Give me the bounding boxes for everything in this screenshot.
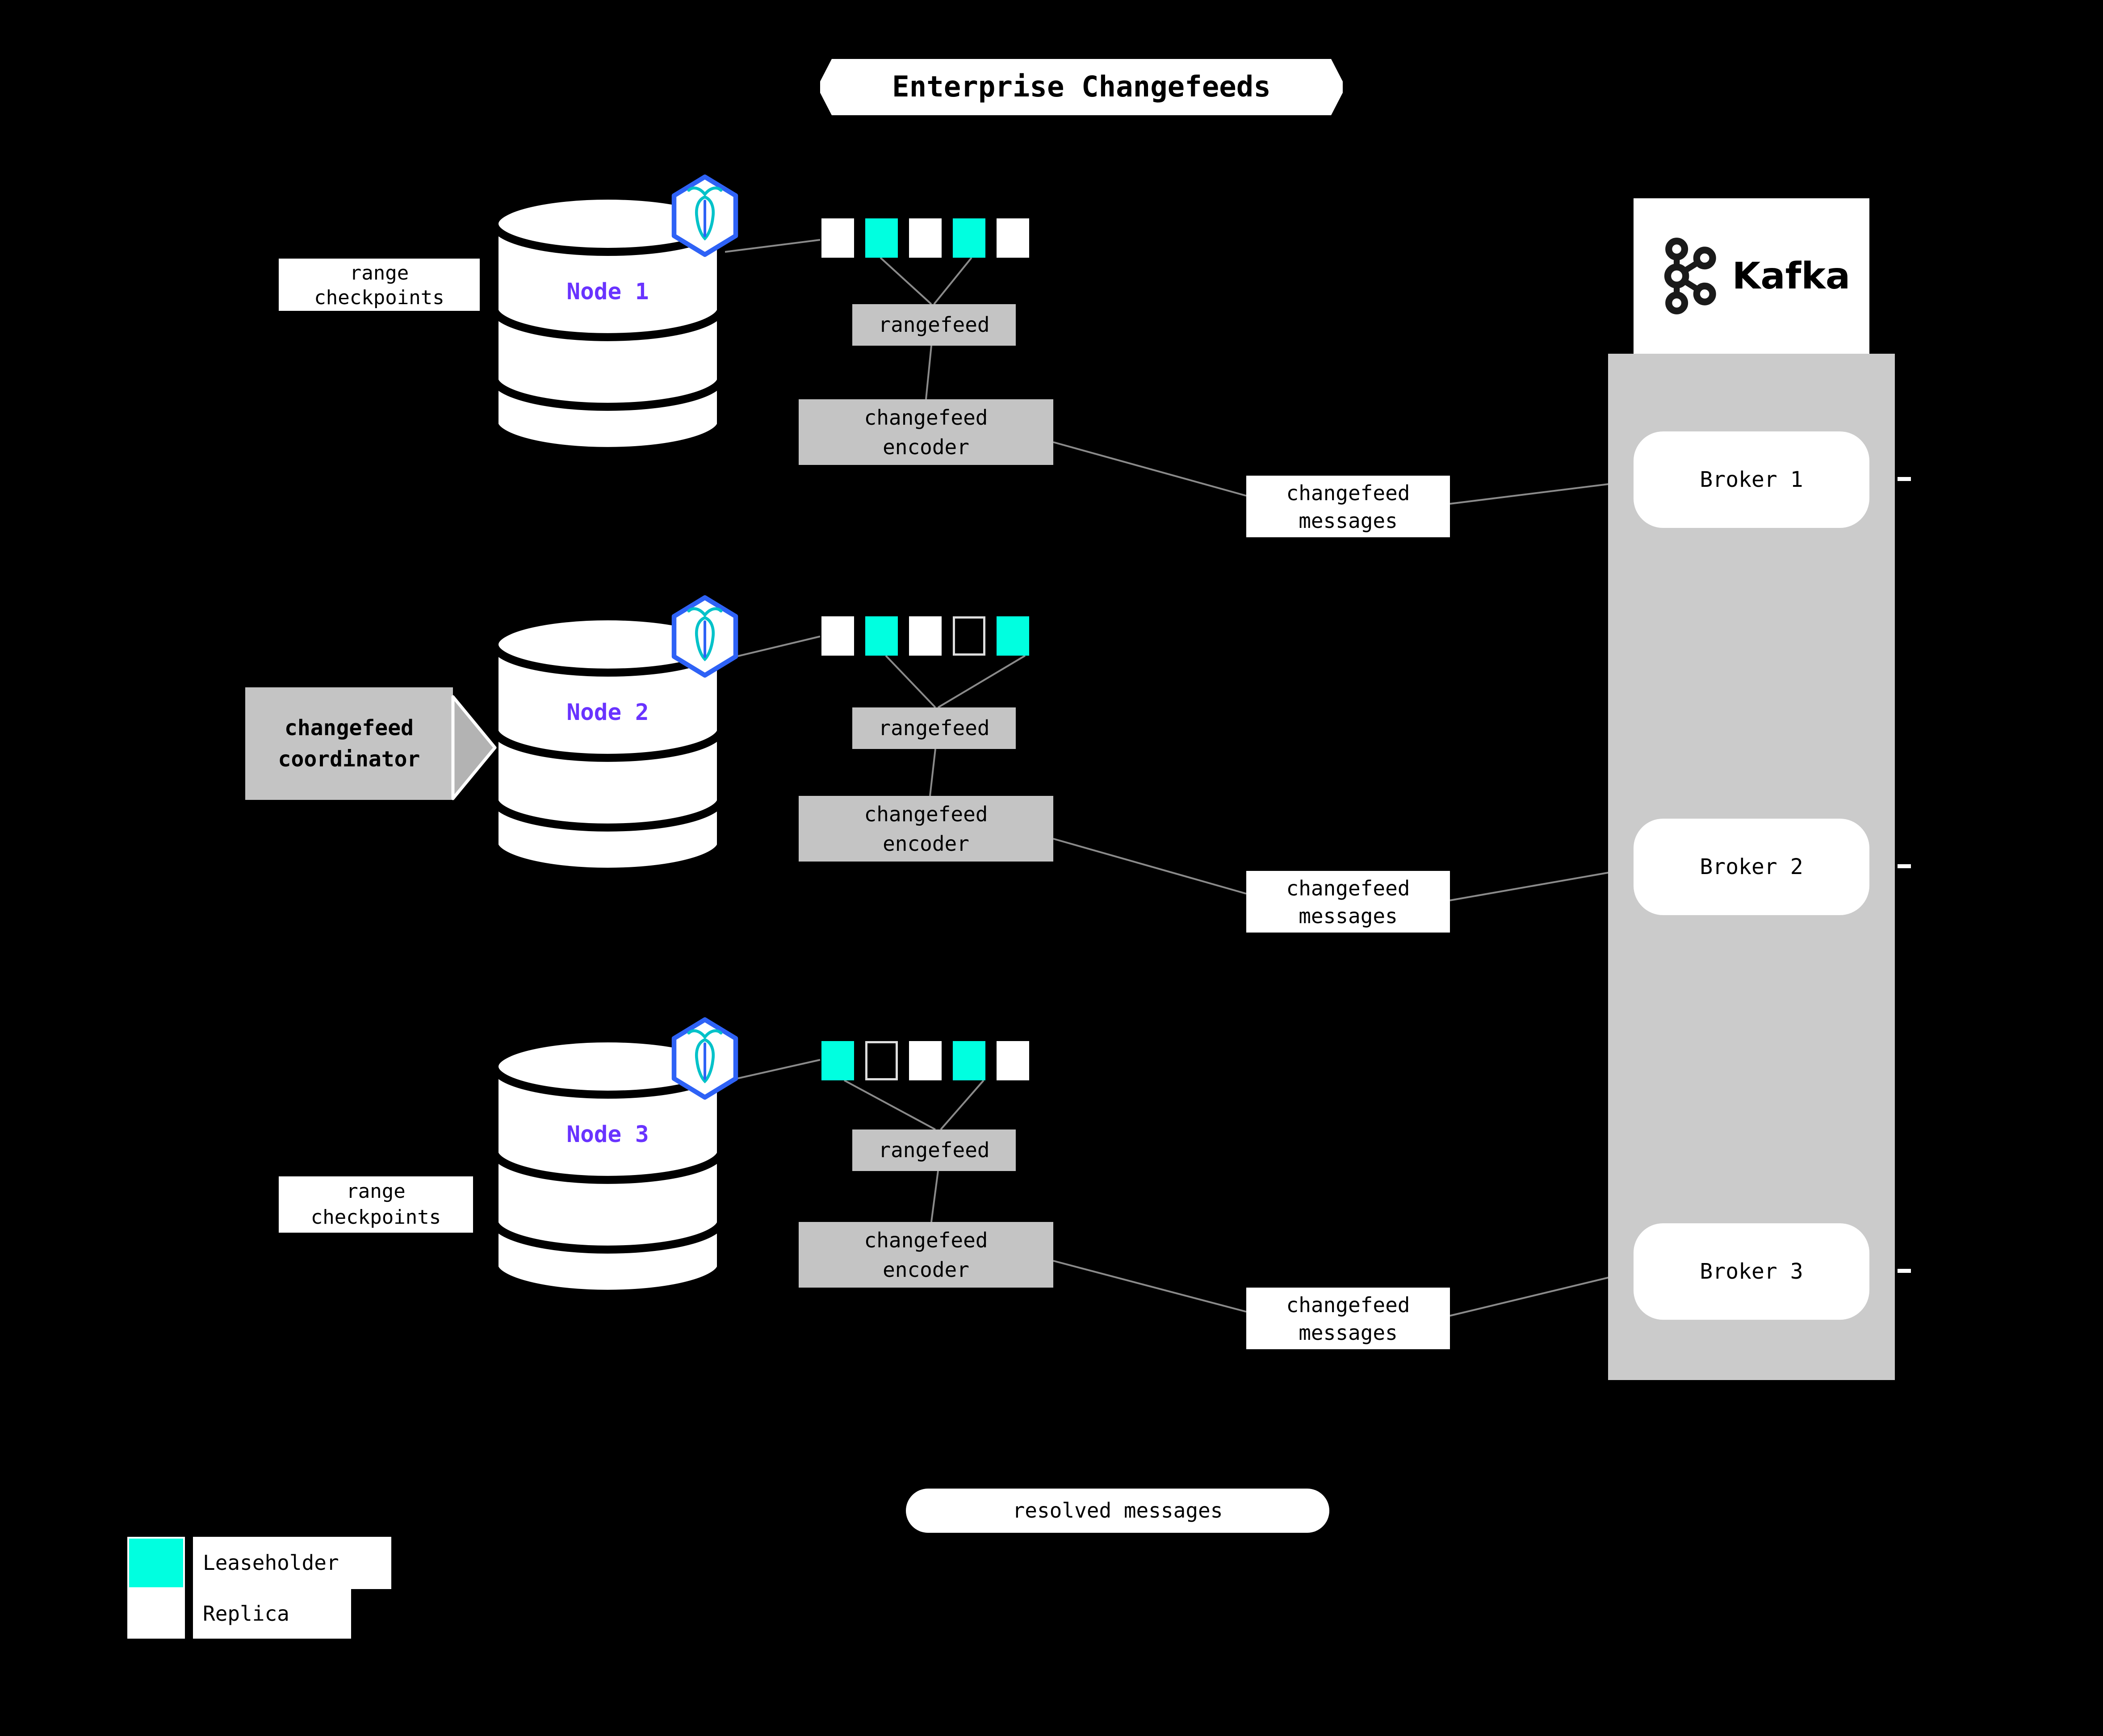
database-cylinder-icon — [490, 612, 725, 876]
node-1-replica-row — [821, 218, 1029, 258]
broker-1: Broker 1 — [1634, 431, 1869, 528]
coordinator-arrow-icon — [451, 695, 497, 800]
kafka-logo-icon — [1664, 238, 1716, 314]
database-cylinder-icon — [490, 192, 725, 455]
changefeed-messages-label-node3: changefeed messages — [1246, 1288, 1450, 1349]
node-3-label: Node 3 — [566, 1121, 649, 1148]
cockroachdb-logo-icon — [671, 1017, 738, 1100]
replica-square — [997, 1041, 1029, 1080]
replica-square — [909, 616, 942, 656]
broker-2: Broker 2 — [1634, 819, 1869, 915]
changefeed-coordinator-label: changefeed coordinator — [245, 687, 453, 800]
rangefeed-box-node1: rangefeed — [852, 304, 1016, 346]
broker-3: Broker 3 — [1634, 1223, 1869, 1320]
replica-square — [953, 1041, 985, 1080]
changefeed-messages-label-node1: changefeed messages — [1246, 476, 1450, 537]
node-1-label: Node 1 — [566, 279, 649, 305]
replica-square — [953, 616, 985, 656]
kafka-brand-label: Kafka — [1732, 255, 1851, 297]
cockroachdb-logo-icon — [671, 595, 738, 678]
replica-square — [865, 1041, 898, 1080]
replica-square — [865, 616, 898, 656]
legend-leaseholder-label: Leaseholder — [193, 1537, 391, 1589]
node-1-database: Node 1 — [490, 174, 738, 457]
changefeed-messages-label-node2: changefeed messages — [1246, 871, 1450, 933]
changefeed-encoder-box-node1: changefeed encoder — [799, 399, 1053, 465]
changefeed-encoder-box-node3: changefeed encoder — [799, 1222, 1053, 1288]
node-2-database: Node 2 — [490, 595, 738, 878]
replica-square — [997, 218, 1029, 258]
replica-square — [821, 218, 854, 258]
broker-2-output-tick — [1898, 864, 1911, 868]
replica-square — [909, 1041, 942, 1080]
broker-1-output-tick — [1898, 477, 1911, 481]
broker-3-output-tick — [1898, 1269, 1911, 1273]
legend-leaseholder-swatch — [127, 1537, 185, 1589]
node-3-database: Node 3 — [490, 1017, 738, 1300]
page-title: Enterprise Changefeeds — [820, 59, 1343, 115]
rangefeed-box-node2: rangefeed — [852, 707, 1016, 749]
replica-square — [909, 218, 942, 258]
resolved-messages-label: resolved messages — [906, 1489, 1329, 1533]
rangefeed-box-node3: rangefeed — [852, 1129, 1016, 1171]
kafka-header: Kafka — [1634, 198, 1869, 354]
node-2-replica-row — [821, 616, 1029, 656]
replica-square — [997, 616, 1029, 656]
range-checkpoints-label-node3: range checkpoints — [279, 1176, 473, 1233]
replica-square — [865, 218, 898, 258]
legend-replica-swatch — [127, 1589, 185, 1639]
node-3-replica-row — [821, 1041, 1029, 1080]
cockroachdb-logo-icon — [671, 174, 738, 257]
legend-replica-label: Replica — [193, 1589, 351, 1639]
replica-square — [953, 218, 985, 258]
replica-square — [821, 616, 854, 656]
range-checkpoints-label-node1: range checkpoints — [279, 259, 480, 311]
changefeed-encoder-box-node2: changefeed encoder — [799, 796, 1053, 862]
replica-square — [821, 1041, 854, 1080]
node-2-label: Node 2 — [566, 699, 649, 726]
database-cylinder-icon — [490, 1034, 725, 1298]
